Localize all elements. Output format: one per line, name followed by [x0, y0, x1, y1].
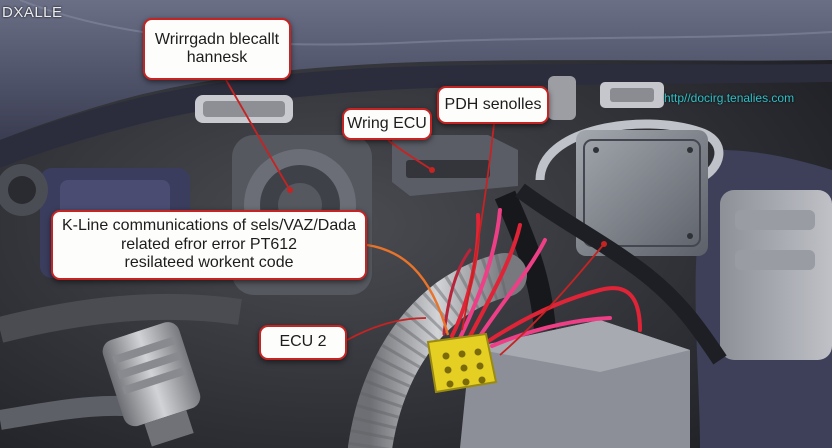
grey-sensor-box [576, 130, 708, 256]
leader-wiring-ecu [387, 139, 433, 171]
callout-harness-line1: Wrirrgadn blecallt [154, 30, 280, 48]
left-pipe [0, 293, 242, 343]
callout-ecu2-label: ECU 2 [279, 333, 327, 351]
hood-lip [0, 64, 832, 168]
callout-pdh-label: PDH senolles [444, 95, 542, 113]
yellow-connector [426, 332, 498, 394]
callout-harness-line2: hannesk [186, 49, 248, 66]
callout-wiring-ecu-label: Wring ECU [347, 114, 427, 132]
hood-top-seam [19, 0, 832, 46]
sensor-loop-cable [535, 119, 724, 183]
right-grey-block [720, 190, 832, 360]
watermark-text: DXALLE [2, 4, 63, 21]
url-watermark: http//docirg.tenalies.com [664, 91, 795, 105]
silver-sensor [102, 322, 201, 447]
leader-pdh [461, 123, 495, 331]
callout-wiring-ecu: Wring ECU [342, 108, 432, 140]
leader-harness [225, 79, 291, 191]
callout-harness: Wrirrgadn blecallt hannesk [143, 18, 291, 80]
callout-kline-line2: related efror error PT612 [120, 235, 298, 253]
callout-kline-line1: K-Line communications of sels/VAZ/Dada [61, 217, 357, 235]
leader-lines [225, 79, 607, 356]
leader-ecu2 [346, 317, 427, 341]
leader-sensor-box [499, 243, 605, 356]
leader-kline [366, 243, 450, 336]
callout-pdh-sensors: PDH senolles [437, 86, 549, 124]
callout-kline-line3: resilateed workent code [124, 254, 294, 272]
callout-kline: K-Line communications of sels/VAZ/Dada r… [51, 210, 367, 280]
callout-ecu2: ECU 2 [259, 325, 347, 360]
